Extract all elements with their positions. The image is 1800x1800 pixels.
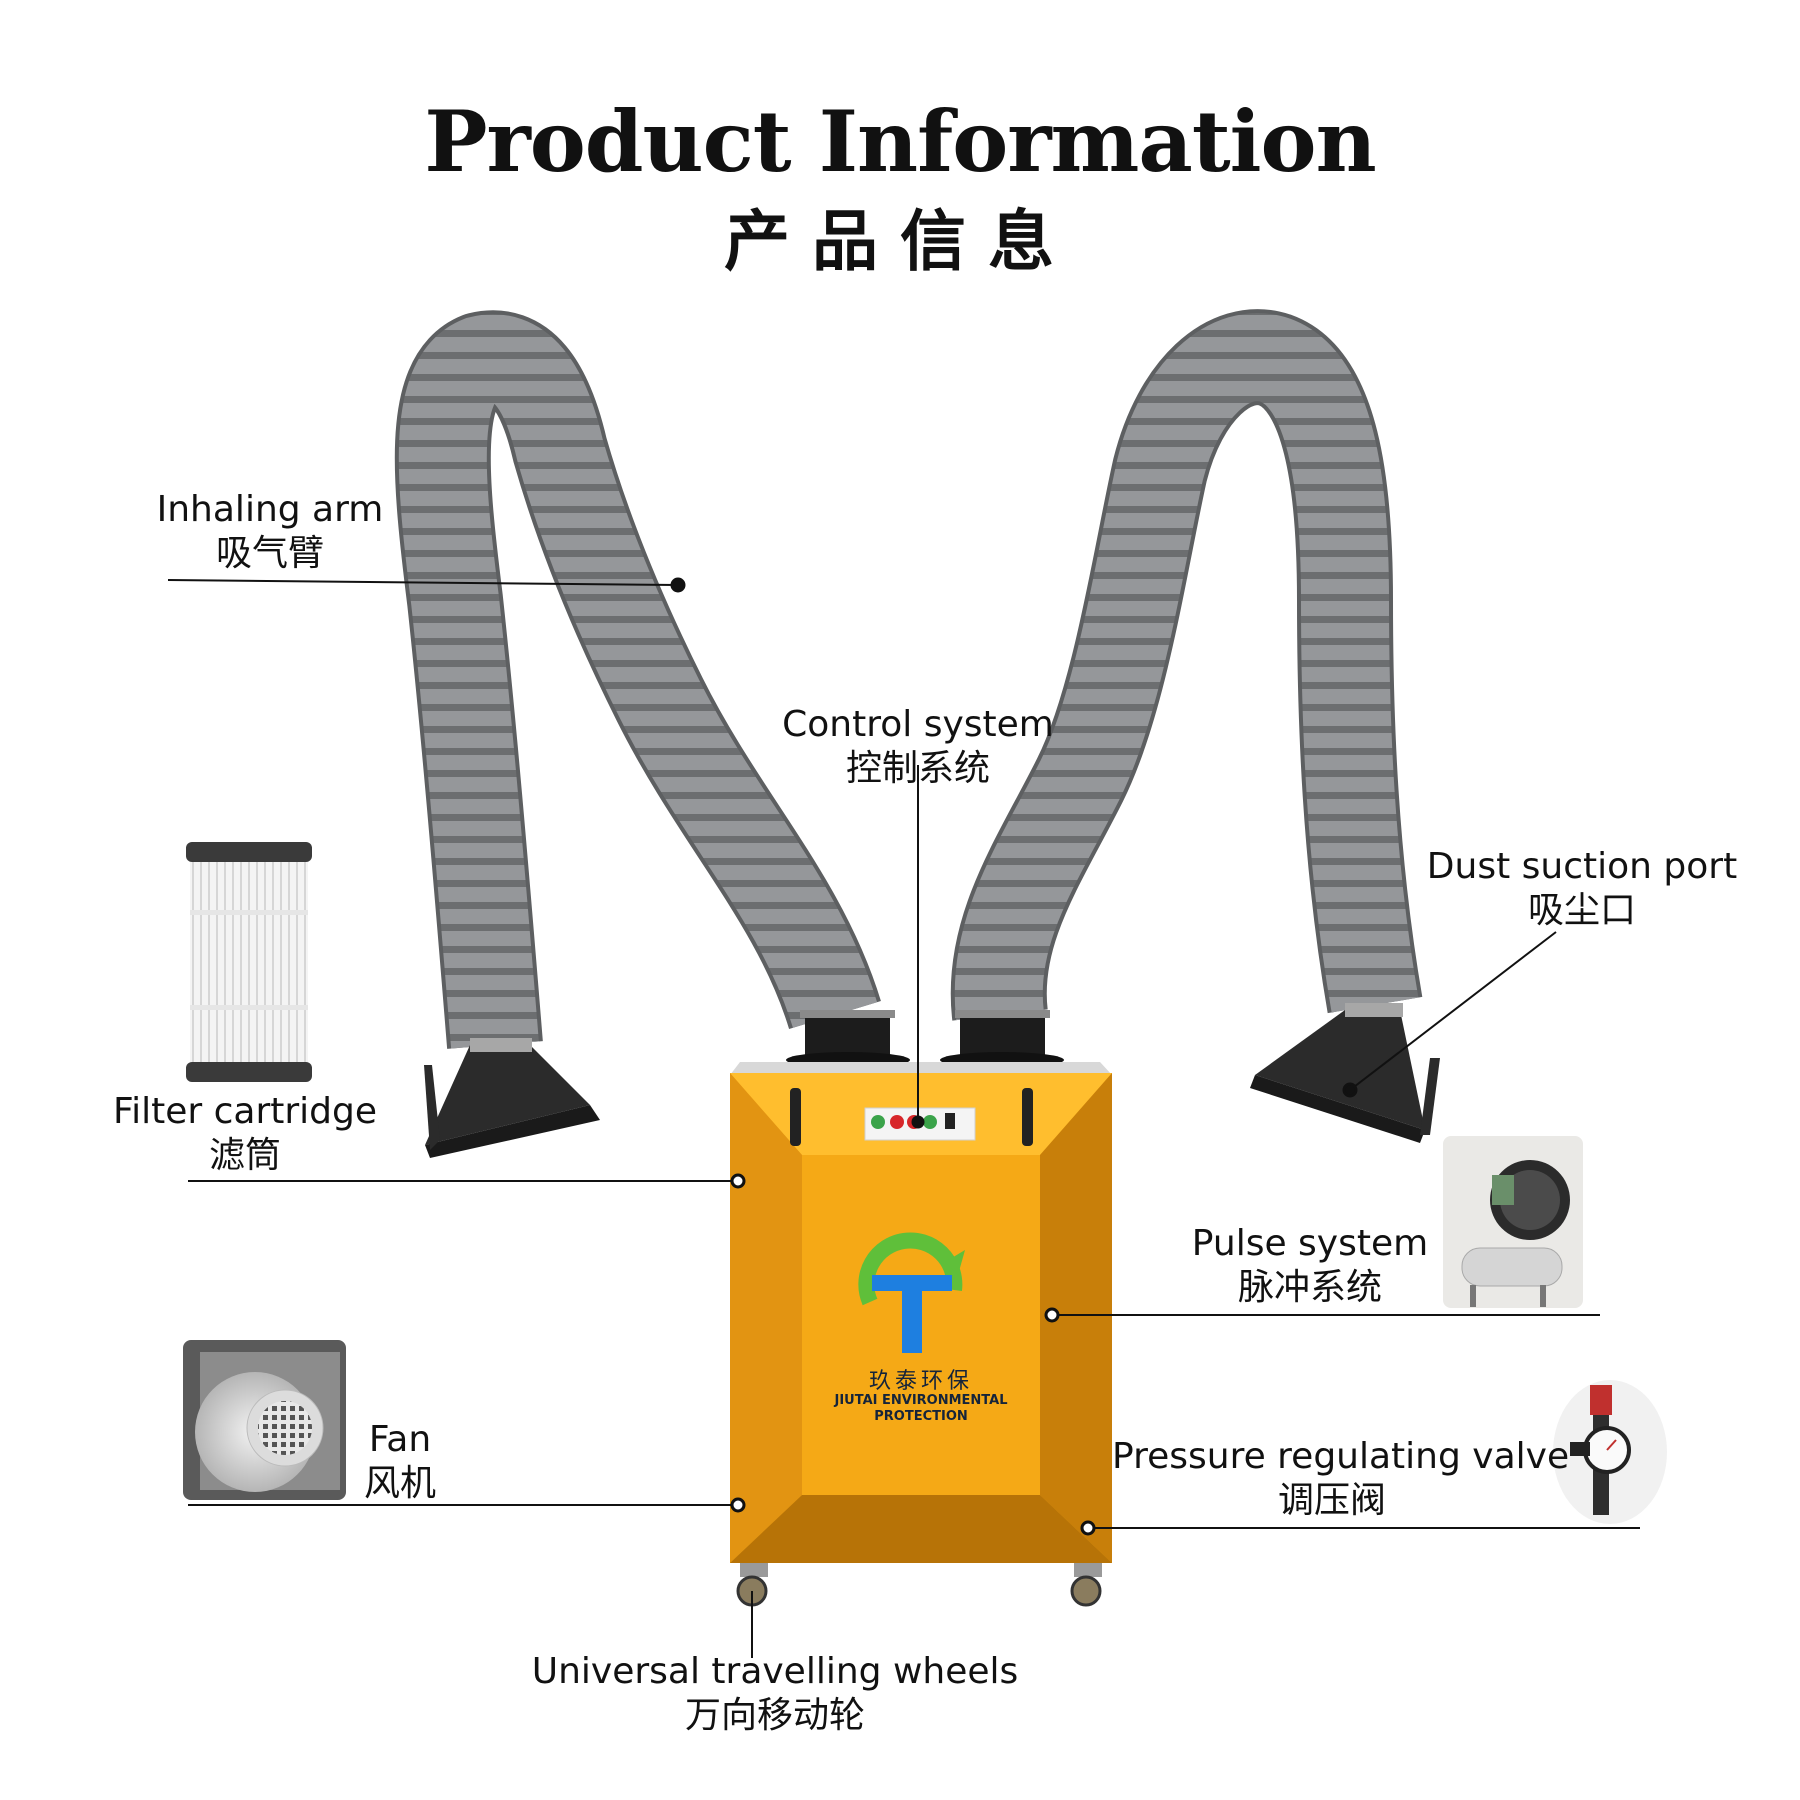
label-pulse-system-zh: 脉冲系统 (1237, 1267, 1382, 1308)
leader-markers (670, 577, 1358, 1536)
label-pulse-system-en: Pulse system (1191, 1223, 1429, 1264)
label-wheels-en: Universal travelling wheels (531, 1651, 1019, 1692)
fan-image (183, 1340, 346, 1500)
page-title: Product Information (424, 92, 1376, 191)
right-inhaling-arm (950, 309, 1423, 1021)
brand-logo-icon (858, 1232, 965, 1353)
label-pressure-valve-zh: 调压阀 (1277, 1480, 1386, 1521)
label-wheels: Universal travelling wheels 万向移动轮 (530, 1650, 1020, 1738)
label-dust-suction-port-zh: 吸尘口 (1527, 890, 1636, 931)
label-filter-cartridge: Filter cartridge 滤筒 (110, 1090, 380, 1178)
left-dust-hood (424, 1038, 600, 1158)
label-pressure-valve: Pressure regulating valve 调压阀 (1112, 1435, 1570, 1523)
label-fan: Fan 风机 (350, 1418, 450, 1506)
cabinet (730, 1010, 1112, 1563)
brand-name-en-line1: JIUTAI ENVIRONMENTAL (834, 1393, 1008, 1408)
page-subtitle: 产品信息 (724, 203, 1076, 280)
label-dust-suction-port: Dust suction port 吸尘口 (1422, 845, 1742, 933)
label-control-system: Control system 控制系统 (782, 703, 1054, 791)
pressure-valve-image (1553, 1380, 1667, 1524)
label-dust-suction-port-en: Dust suction port (1426, 846, 1738, 887)
brand-name-en-line2: PROTECTION (874, 1409, 968, 1424)
right-dust-hood (1250, 1003, 1440, 1143)
wheels (736, 1563, 1102, 1607)
label-inhaling-arm-en: Inhaling arm (156, 489, 384, 530)
label-control-system-en: Control system (782, 704, 1054, 745)
left-inhaling-arm (394, 310, 881, 1049)
leader-lines (167, 579, 1640, 1658)
label-pulse-system: Pulse system 脉冲系统 (1190, 1222, 1430, 1310)
pulse-system-image (1443, 1136, 1583, 1308)
label-pressure-valve-en: Pressure regulating valve (1112, 1436, 1570, 1477)
label-filter-cartridge-zh: 滤筒 (208, 1135, 281, 1176)
filter-cartridge-image (186, 842, 312, 1082)
label-fan-en: Fan (368, 1419, 432, 1460)
label-wheels-zh: 万向移动轮 (684, 1695, 865, 1736)
label-control-system-zh: 控制系统 (845, 748, 990, 789)
label-fan-zh: 风机 (363, 1463, 436, 1504)
label-inhaling-arm: Inhaling arm 吸气臂 (150, 488, 390, 576)
label-inhaling-arm-zh: 吸气臂 (215, 533, 324, 574)
brand-name-zh: 玖泰环保 (868, 1369, 973, 1394)
label-filter-cartridge-en: Filter cartridge (112, 1091, 378, 1132)
